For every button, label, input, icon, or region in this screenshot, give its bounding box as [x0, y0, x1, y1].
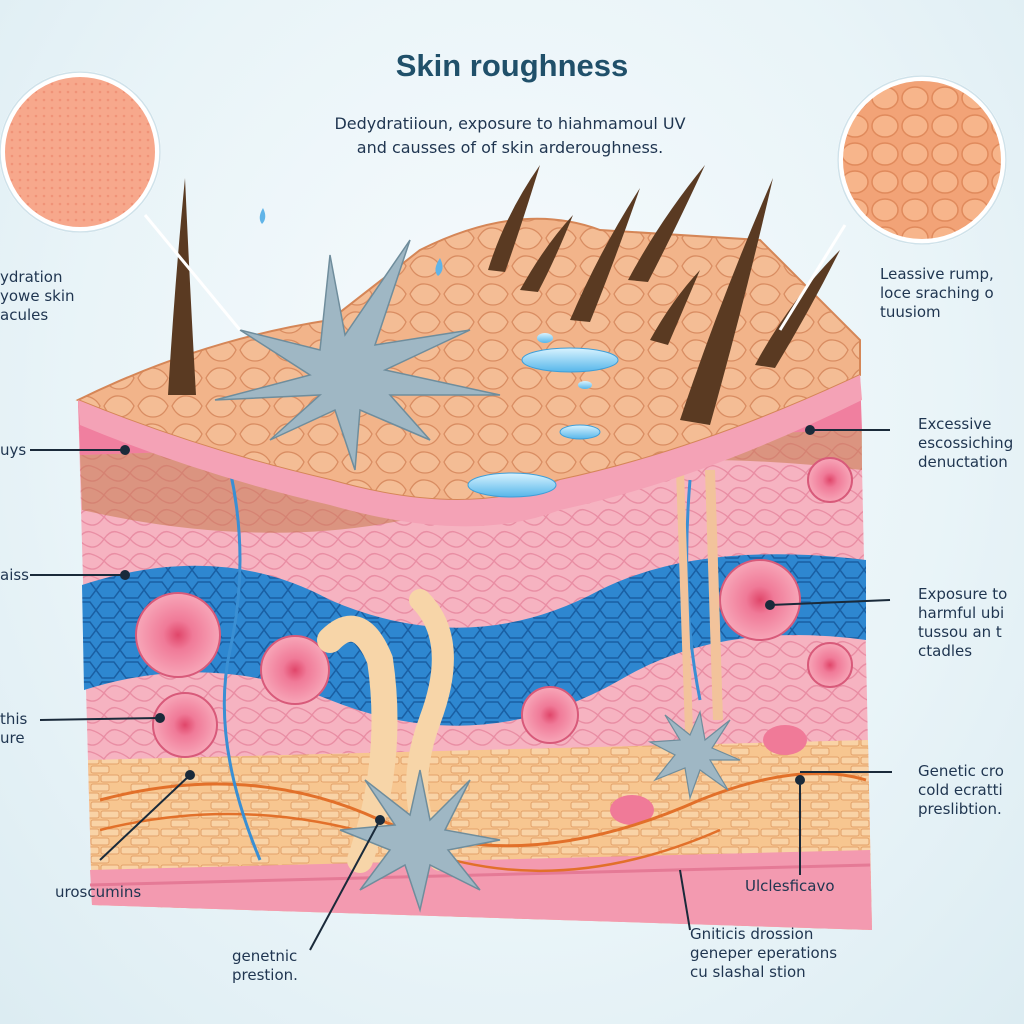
page-title: Skin roughness	[395, 48, 629, 83]
label-right-4: Genetic cro cold ecratti preslibtion.	[918, 762, 1004, 818]
label-left-3: aiss	[0, 566, 29, 584]
dermal-cell	[260, 635, 330, 705]
page-subtitle: Dedydratiioun, exposure to hiahmamoul UV…	[334, 114, 686, 157]
dermal-cell	[719, 559, 801, 641]
callout-leaders	[30, 425, 892, 951]
dermal-cell	[135, 592, 221, 678]
label-bottom-3: Gniticis drossion geneper eperations cu …	[690, 925, 838, 981]
label-bottom-2: Ulclesficavo	[745, 877, 835, 895]
skin-surface	[75, 208, 862, 527]
label-bottom-genetic: genetnic prestion.	[232, 947, 298, 984]
label-right-1: Leassive rump, loce sraching o tuusiom	[880, 265, 994, 321]
label-left-2: uys	[0, 441, 27, 459]
dermal-cell	[807, 642, 853, 688]
dermal-cell	[807, 457, 853, 503]
label-right-3: Exposure to harmful ubi tussou an t ctad…	[918, 585, 1008, 660]
spiky-irritants	[214, 239, 741, 913]
label-right-2: Excessive escossiching denuctation	[918, 415, 1014, 471]
dermal-cell	[152, 692, 218, 758]
inset-fine-texture	[0, 71, 161, 233]
label-left-5: uroscumins	[55, 883, 142, 901]
label-left-4: this ure	[0, 710, 28, 747]
hair-shafts	[168, 165, 840, 425]
dermal-cell	[521, 686, 579, 744]
skin-block-front	[78, 375, 872, 930]
label-left-hydration: ydration yowe skin acules	[0, 268, 75, 324]
inset-bumpy-texture	[837, 75, 1007, 245]
